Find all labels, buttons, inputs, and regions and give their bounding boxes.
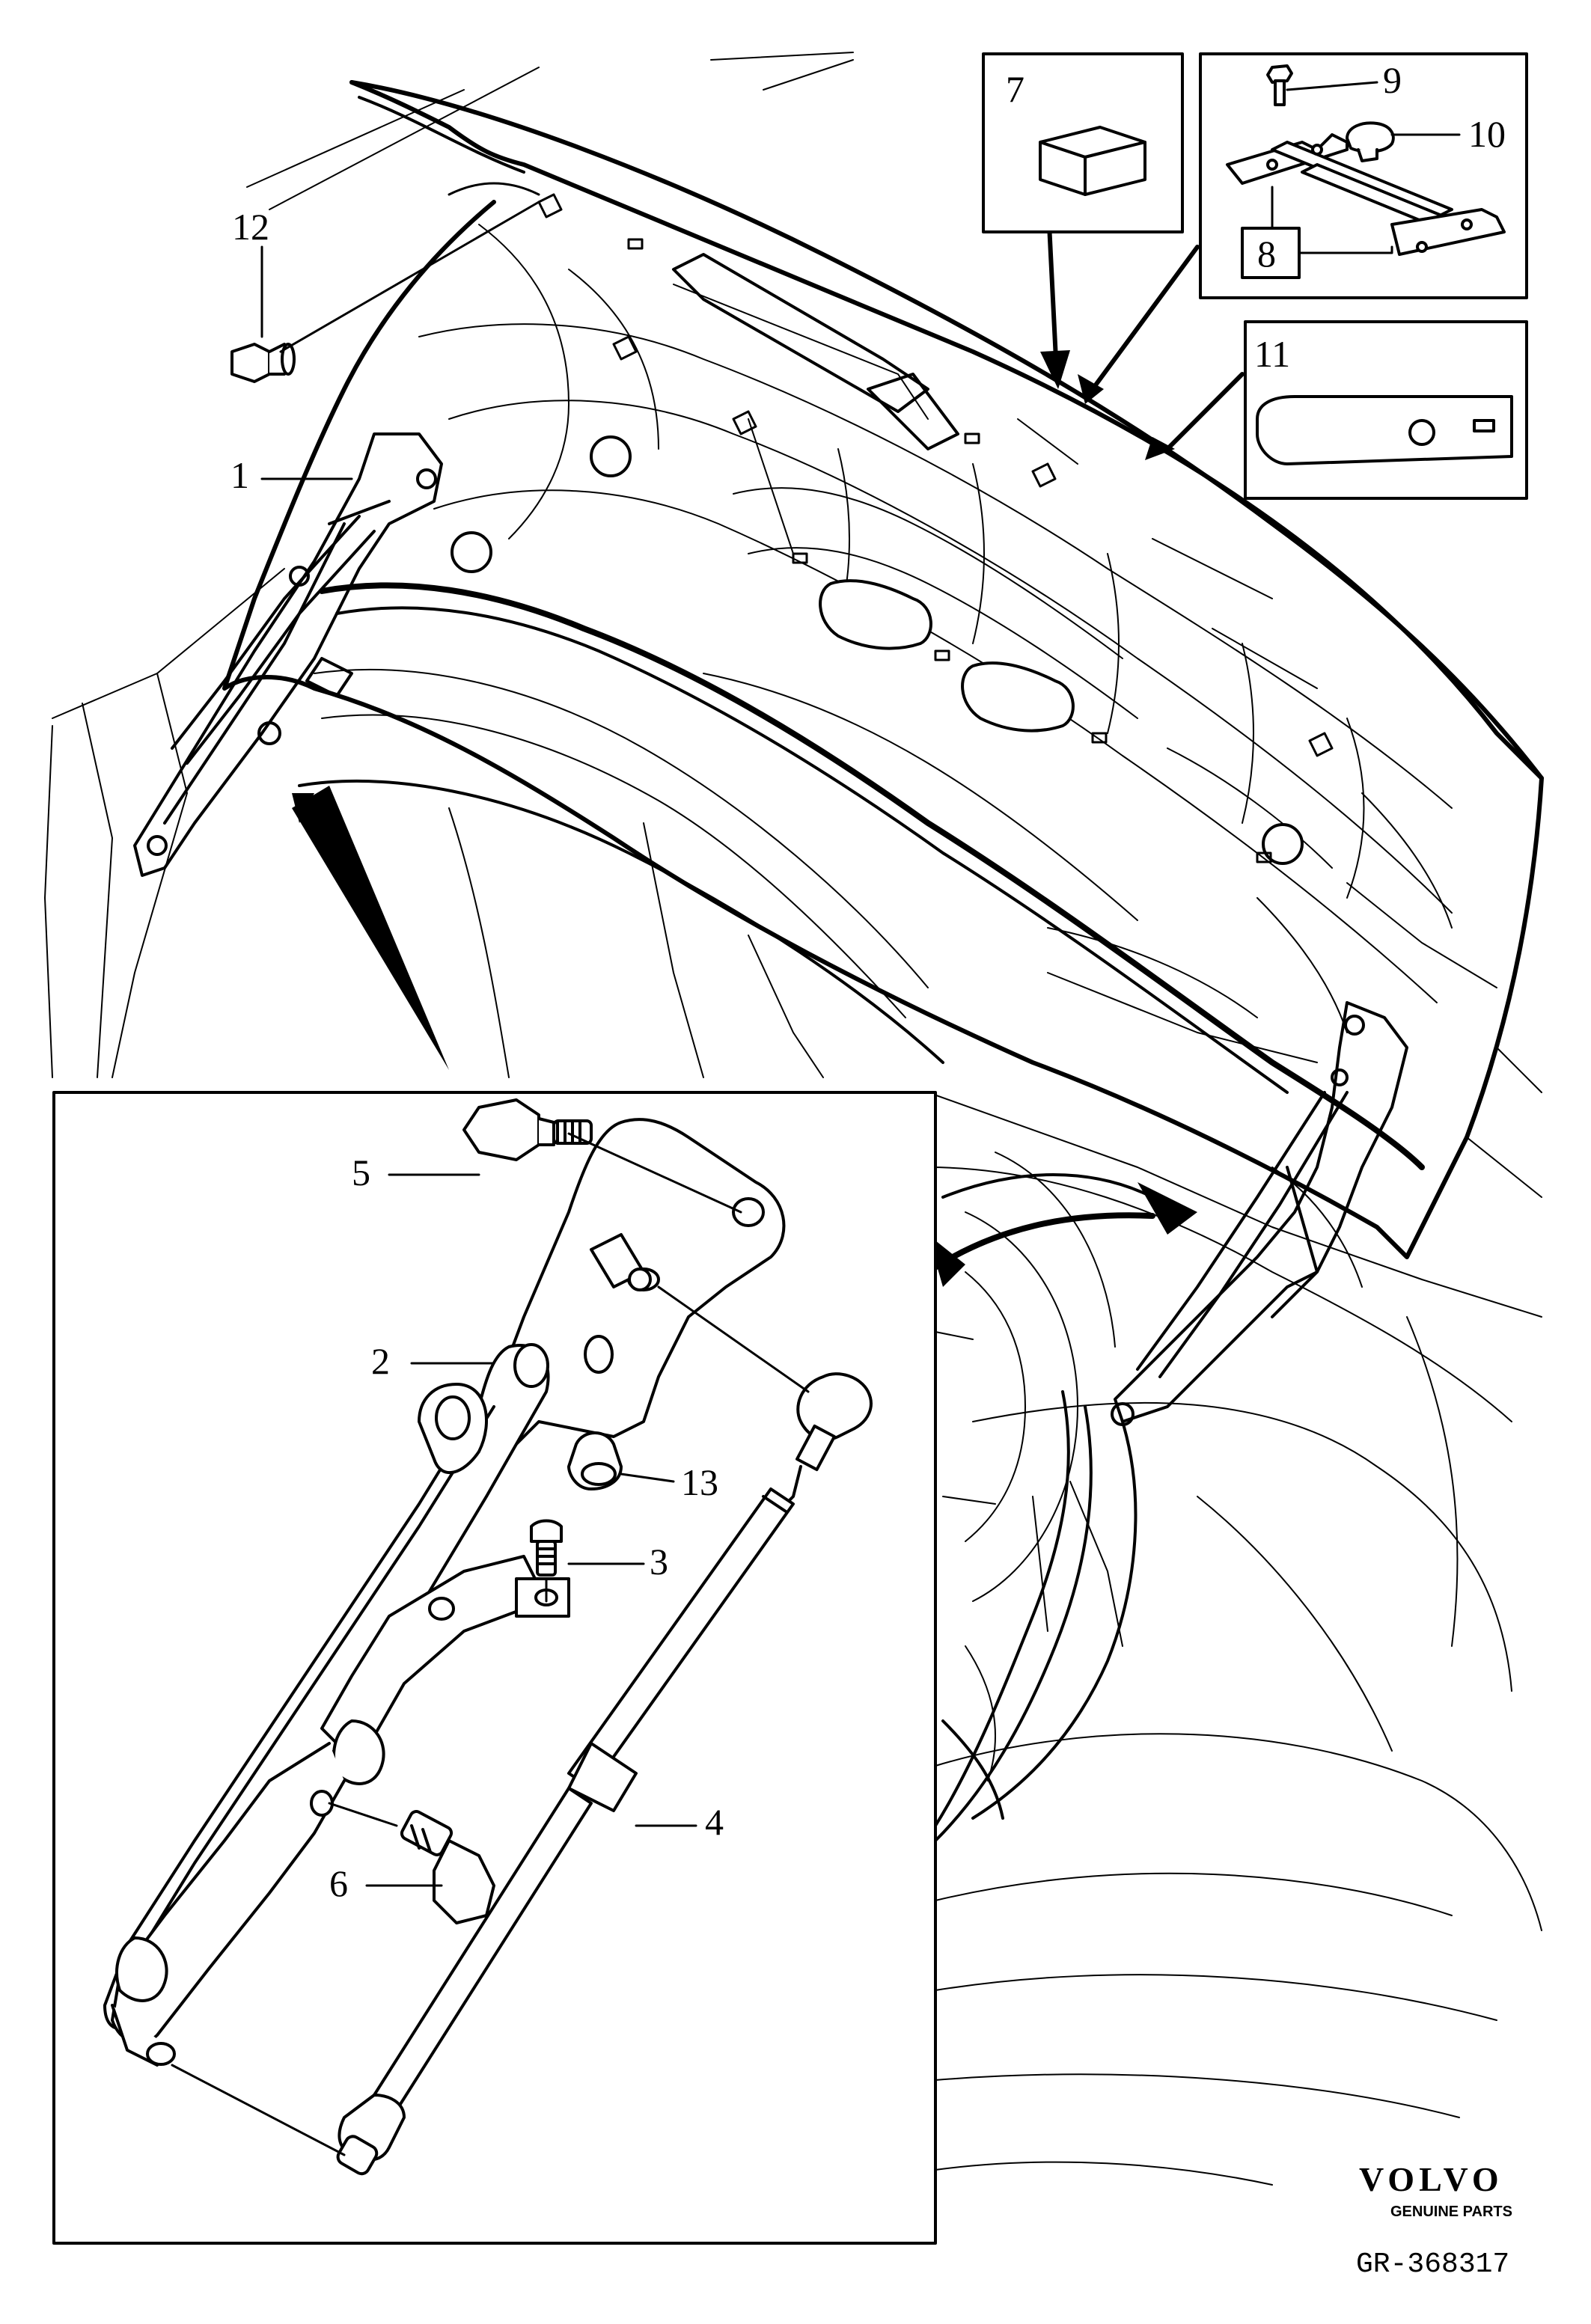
callout-12: 12	[232, 206, 269, 248]
inset-item-7	[982, 52, 1184, 233]
right-hinge-assembly	[1111, 1001, 1408, 1426]
callout-2: 2	[371, 1340, 390, 1382]
callout-10: 10	[1468, 113, 1506, 155]
diagram-reference: GR-368317	[1356, 2248, 1509, 2281]
inset-items-8-10	[1199, 52, 1528, 299]
callout-8: 8	[1257, 233, 1276, 275]
bolt-6	[400, 1810, 495, 1924]
callout-6: 6	[329, 1862, 348, 1904]
callout-1: 1	[230, 454, 249, 496]
callout-5: 5	[352, 1152, 370, 1193]
callout-3: 3	[650, 1541, 668, 1583]
branding: VOLVO GENUINE PARTS GR-368317	[1356, 2160, 1512, 2281]
bolt-5	[462, 1098, 593, 1161]
callout-11: 11	[1254, 333, 1290, 375]
left-hinge-assembly	[133, 432, 443, 877]
callout-13: 13	[681, 1461, 718, 1503]
leader-lines	[260, 201, 697, 1887]
gas-strut	[336, 1372, 873, 2176]
clip-12	[230, 343, 296, 383]
callout-4: 4	[705, 1801, 724, 1843]
callout-labels: 1 2 3 4 5 6 7 8 9 10 11 12 13	[230, 59, 1506, 1904]
inset-item-11	[1244, 320, 1528, 500]
hinge-arm	[103, 1343, 550, 2067]
volvo-logo: VOLVO	[1359, 2160, 1503, 2198]
callout-9: 9	[1383, 59, 1402, 101]
stop-bumper	[567, 1431, 623, 1490]
callout-arrows	[292, 222, 1245, 1287]
trunk-opening-seal	[298, 780, 1154, 1842]
callout-7: 7	[1006, 68, 1024, 110]
hinge-detail-inset	[52, 1091, 937, 2245]
genuine-parts-label: GENUINE PARTS	[1390, 2204, 1512, 2220]
trunk-lid	[222, 80, 1544, 1259]
